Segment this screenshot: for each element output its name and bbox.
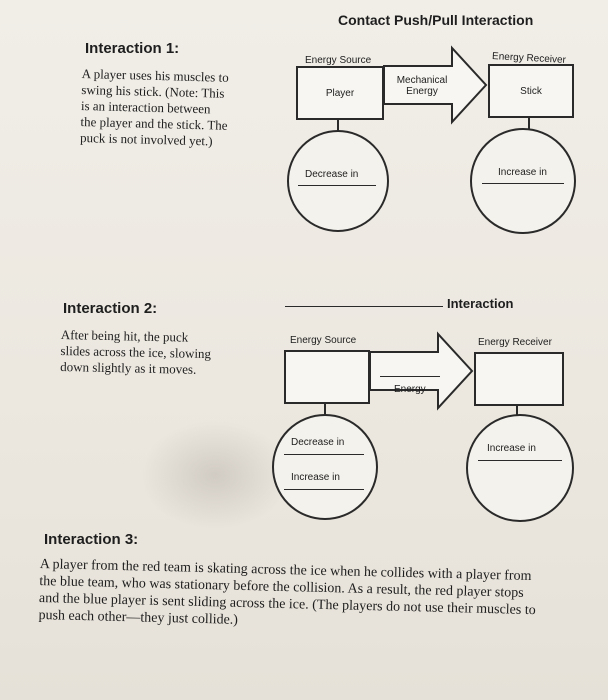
interaction2-line: down slightly as it moves.	[60, 358, 197, 377]
diagram-title-blank	[285, 306, 443, 307]
write-in-line	[284, 454, 364, 455]
energy-source-label: Energy Source	[305, 55, 372, 66]
receiver-energy-circle	[470, 128, 576, 234]
interaction1-heading: Interaction 1:	[85, 40, 180, 57]
interaction3-heading: Interaction 3:	[44, 531, 139, 548]
interaction3-description: A player from the red team is skating ac…	[38, 556, 605, 638]
interaction1-description: A player uses his muscles to swing his s…	[80, 66, 272, 151]
source-circle-text: Decrease in	[305, 169, 359, 180]
arrow-label-line: Energy	[406, 86, 438, 97]
arrow-label-line: Mechanical	[396, 75, 448, 86]
write-in-line	[478, 460, 562, 461]
write-in-line	[298, 185, 376, 186]
energy-transfer-arrow-icon	[383, 45, 488, 125]
interaction2-heading: Interaction 2:	[63, 300, 158, 317]
energy-receiver-label: Energy Receiver	[478, 337, 552, 348]
receiver-box-stick: Stick	[488, 64, 574, 118]
source-box-empty	[284, 350, 370, 404]
source-circle-text-1: Decrease in	[291, 437, 345, 448]
connector-line	[337, 118, 339, 132]
write-in-line	[482, 183, 564, 184]
energy-transfer-arrow-icon	[369, 331, 474, 411]
source-circle-text-2: Increase in	[291, 472, 340, 483]
background-photo-shadow	[140, 420, 290, 530]
arrow-label: Energy	[394, 384, 426, 395]
page-title: Contact Push/Pull Interaction	[338, 12, 534, 28]
connector-line	[324, 402, 326, 416]
source-energy-circle	[287, 130, 389, 232]
connector-line	[528, 116, 530, 130]
receiver-energy-circle	[466, 414, 574, 522]
connector-line	[516, 404, 518, 416]
source-energy-circle	[272, 414, 378, 520]
interaction2-diagram-title: Interaction	[447, 296, 514, 311]
source-box-player: Player	[296, 66, 384, 120]
energy-source-label: Energy Source	[290, 335, 357, 346]
write-in-line	[284, 489, 364, 490]
receiver-circle-text: Increase in	[498, 167, 547, 178]
receiver-box-empty	[474, 352, 564, 406]
interaction2-description: After being hit, the puck slides across …	[60, 327, 261, 379]
receiver-circle-text: Increase in	[487, 443, 536, 454]
arrow-label: Mechanical Energy	[392, 75, 452, 97]
arrow-blank-line	[380, 376, 440, 377]
